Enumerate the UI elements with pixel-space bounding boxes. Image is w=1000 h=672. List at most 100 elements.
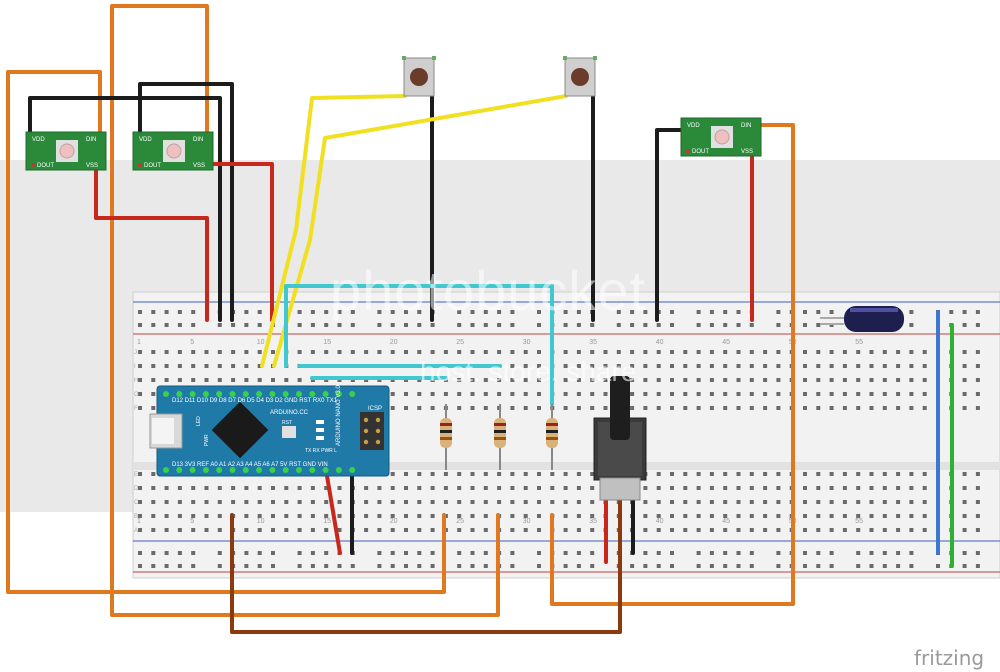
- breadboard-hole: [670, 406, 674, 410]
- breadboard-hole: [869, 564, 874, 568]
- breadboard-hole: [164, 551, 169, 555]
- breadboard-hole: [483, 350, 488, 354]
- breadboard-hole: [217, 323, 222, 327]
- breadboard-hole: [177, 378, 182, 382]
- breadboard-hole: [776, 472, 781, 476]
- breadboard-hole: [297, 564, 302, 568]
- wire-black-gnd3: [655, 128, 686, 322]
- breadboard-hole: [576, 406, 581, 410]
- breadboard-hole: [882, 392, 887, 396]
- breadboard-hole: [670, 392, 674, 396]
- breadboard-hole: [670, 514, 674, 518]
- breadboard-hole: [457, 392, 462, 396]
- breadboard-hole: [164, 564, 169, 568]
- breadboard-hole: [709, 378, 714, 382]
- breadboard-hole: [164, 500, 169, 504]
- breadboard-hole: [151, 378, 156, 382]
- breadboard-hole: [457, 564, 462, 568]
- breadboard-hole: [271, 378, 275, 382]
- breadboard-hole: [975, 392, 980, 396]
- breadboard-hole: [164, 364, 169, 368]
- row-letter: I: [134, 364, 136, 370]
- breadboard-hole: [603, 406, 608, 410]
- breadboard-hole: [417, 310, 422, 314]
- breadboard-hole: [736, 364, 741, 368]
- breadboard-hole: [882, 564, 887, 568]
- breadboard-hole: [217, 364, 222, 368]
- breadboard-hole: [217, 528, 222, 532]
- breadboard-hole: [310, 486, 315, 490]
- breadboard-hole: [896, 472, 901, 476]
- breadboard-hole: [736, 392, 741, 396]
- arduino-pin: [202, 467, 209, 473]
- breadboard-hole: [670, 500, 674, 504]
- wire-yellow-button1: [260, 94, 407, 368]
- breadboard-hole: [231, 364, 236, 368]
- breadboard-hole: [962, 392, 967, 396]
- breadboard-hole: [417, 392, 422, 396]
- arduino-pin: [163, 391, 169, 397]
- breadboard-hole: [271, 564, 275, 568]
- breadboard-hole: [803, 350, 807, 354]
- breadboard-hole: [696, 310, 701, 314]
- column-number: 30: [523, 339, 531, 346]
- breadboard-hole: [430, 564, 435, 568]
- breadboard-hole: [537, 406, 541, 410]
- arduino-pin: [282, 467, 289, 473]
- breadboard-hole: [430, 486, 435, 490]
- breadboard-hole: [271, 514, 275, 518]
- breadboard-hole: [523, 364, 528, 368]
- breadboard-hole: [576, 514, 581, 518]
- breadboard-hole: [709, 486, 714, 490]
- breadboard-hole: [816, 323, 821, 327]
- breadboard-hole: [390, 350, 395, 354]
- breadboard-hole: [763, 486, 768, 490]
- breadboard-hole: [949, 310, 954, 314]
- breadboard-hole: [244, 514, 249, 518]
- breadboard-hole: [736, 350, 741, 354]
- breadboard-hole: [537, 364, 541, 368]
- breadboard-hole: [882, 486, 887, 490]
- breadboard-hole: [975, 378, 980, 382]
- breadboard-hole: [749, 323, 754, 327]
- breadboard-hole: [749, 350, 754, 354]
- breadboard-hole: [390, 551, 395, 555]
- column-number: 10: [257, 339, 265, 346]
- arduino-pin: [202, 391, 209, 397]
- breadboard-hole: [896, 364, 901, 368]
- breadboard-hole: [656, 378, 661, 382]
- resistor-1: [440, 404, 452, 470]
- breadboard-hole: [829, 310, 834, 314]
- breadboard-hole: [776, 514, 781, 518]
- breadboard-hole: [736, 310, 741, 314]
- breadboard-hole: [337, 350, 342, 354]
- breadboard-hole: [856, 514, 861, 518]
- breadboard-hole: [856, 564, 861, 568]
- arduino-pin: [349, 467, 356, 473]
- breadboard-hole: [138, 364, 142, 368]
- breadboard-hole: [803, 551, 807, 555]
- breadboard-hole: [829, 528, 834, 532]
- breadboard-hole: [856, 528, 861, 532]
- arduino-pin: [216, 467, 223, 473]
- breadboard-hole: [470, 528, 475, 532]
- breadboard-hole: [390, 406, 395, 410]
- column-number: 45: [722, 518, 730, 525]
- breadboard-hole: [164, 350, 169, 354]
- breadboard-hole: [151, 486, 156, 490]
- breadboard-hole: [922, 514, 927, 518]
- breadboard-hole: [164, 514, 169, 518]
- row-letter: E: [134, 472, 138, 478]
- breadboard-hole: [829, 564, 834, 568]
- breadboard-hole: [696, 500, 701, 504]
- breadboard-hole: [138, 392, 142, 396]
- breadboard-hole: [457, 486, 462, 490]
- arduino-pin: [229, 391, 236, 397]
- breadboard-hole: [510, 564, 515, 568]
- breadboard-hole: [683, 392, 688, 396]
- breadboard-hole: [497, 500, 502, 504]
- breadboard-hole: [842, 364, 847, 368]
- breadboard-hole: [377, 528, 382, 532]
- breadboard-hole: [723, 364, 728, 368]
- breadboard-hole: [563, 406, 568, 410]
